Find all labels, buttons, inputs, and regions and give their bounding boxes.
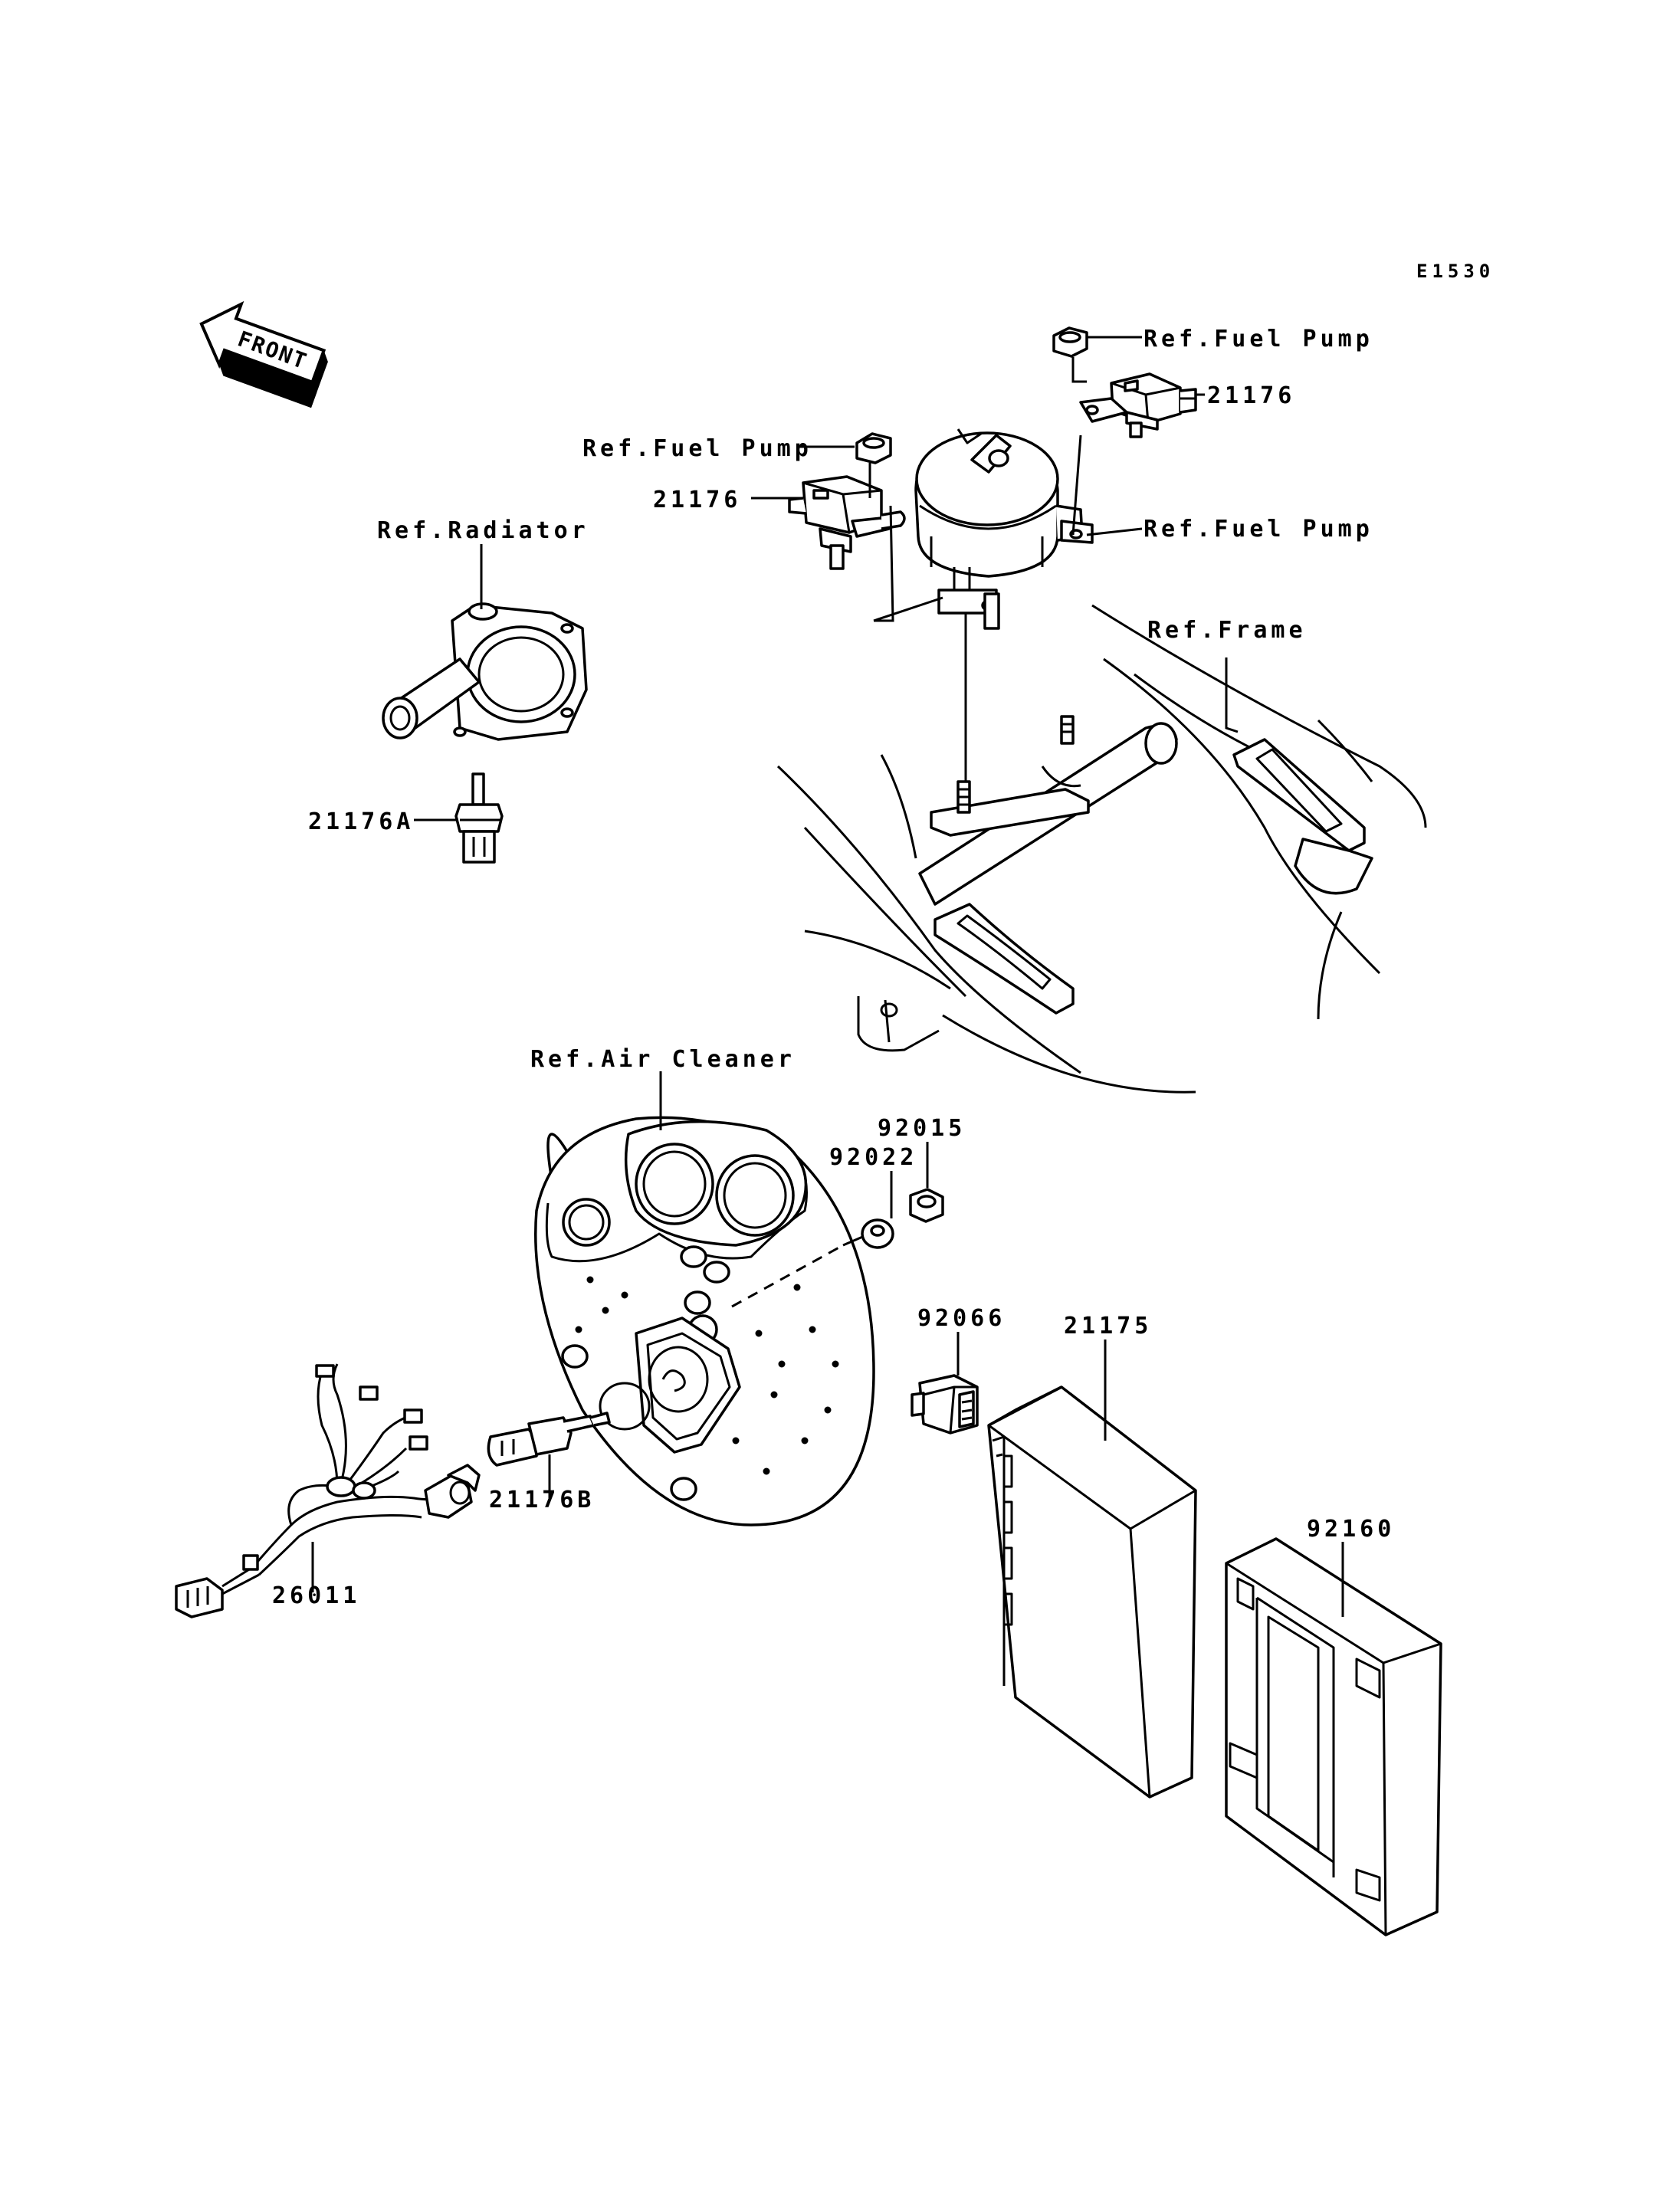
label-21176-left: 21176: [653, 487, 741, 513]
fuel-pump-assembly: [914, 428, 1094, 630]
frame-section: [776, 604, 1427, 1094]
label-ref-radiator: Ref.Radiator: [377, 517, 589, 544]
connector-92066: [911, 1374, 979, 1435]
label-ref-air-cleaner: Ref.Air Cleaner: [530, 1046, 796, 1073]
label-92022: 92022: [829, 1144, 917, 1171]
label-92015: 92015: [878, 1115, 966, 1142]
label-26011: 26011: [272, 1582, 360, 1609]
label-ref-fuel-pump-right: Ref.Fuel Pump: [1144, 516, 1373, 543]
nut-top-left: [855, 432, 892, 464]
label-ref-fuel-pump-left: Ref.Fuel Pump: [582, 435, 812, 462]
label-21175: 21175: [1064, 1313, 1152, 1340]
label-92066: 92066: [917, 1305, 1006, 1332]
sensor-21176B: [487, 1412, 611, 1467]
nut-top-right: [1052, 326, 1088, 358]
ecu-21175: [987, 1385, 1197, 1799]
sensor-21176-left: [788, 475, 906, 570]
nut-92015: [909, 1188, 944, 1223]
diagram-code: E1530: [1416, 261, 1495, 282]
front-arrow-icon: FRONT: [199, 300, 328, 408]
sensor-21176A: [454, 772, 504, 864]
cover-92160: [1225, 1537, 1442, 1936]
washer-92022: [861, 1218, 894, 1249]
sensor-21176-right: [1079, 372, 1197, 438]
label-21176A: 21176A: [308, 808, 414, 835]
label-ref-fuel-pump-top: Ref.Fuel Pump: [1144, 326, 1373, 353]
air-cleaner-plate: [534, 1116, 875, 1526]
wire-harness-26011: [175, 1363, 481, 1618]
label-ref-frame: Ref.Frame: [1147, 617, 1307, 644]
label-21176B: 21176B: [489, 1487, 595, 1513]
radiator-housing: [382, 602, 588, 741]
label-21176-right: 21176: [1207, 382, 1295, 409]
label-92160: 92160: [1307, 1516, 1395, 1543]
